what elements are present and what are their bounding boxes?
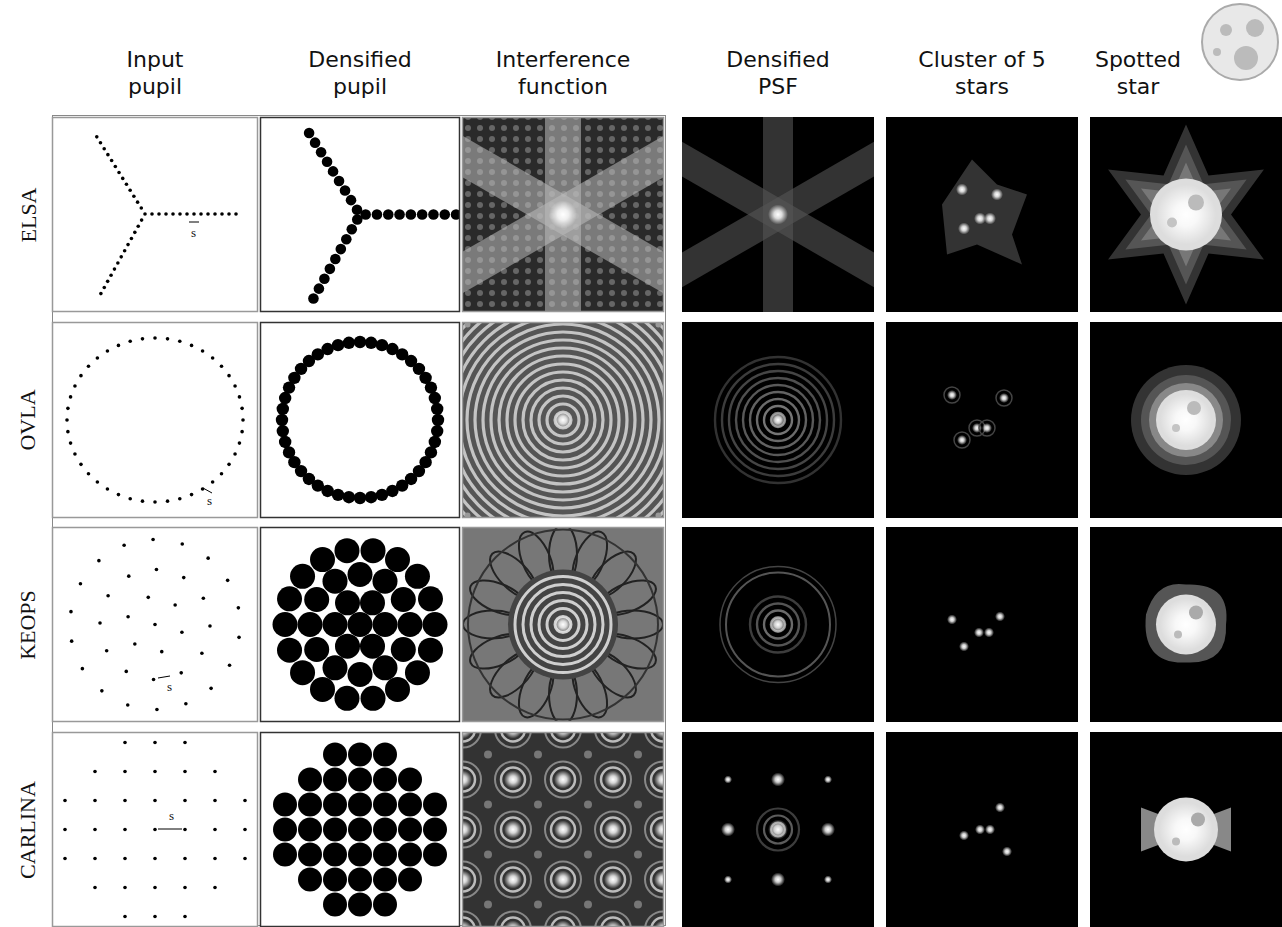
spotted-star [1090,732,1282,927]
densified-pupil [260,117,460,312]
dimension-label: s [190,226,197,239]
input-pupil [52,117,258,312]
column-header: Spotted star [1083,46,1193,100]
densified-pupil [260,527,460,722]
dimension-label: s [166,680,173,693]
spotted-star [1090,117,1282,312]
densified-psf [682,527,874,722]
dimension-label: s [168,809,175,822]
star-cluster [886,117,1078,312]
column-header: Densified PSF [712,46,844,100]
column-header: Input pupil [100,46,210,100]
spotted-star [1090,322,1282,518]
spotted-star-inset [1200,2,1280,82]
input-pupil [52,322,258,518]
densified-psf [682,322,874,518]
star-cluster [886,322,1078,518]
row-label: ELSA [15,187,41,242]
row-label: KEOPS [15,590,41,660]
column-header: Densified pupil [294,46,426,100]
column-header: Interference function [481,46,646,100]
input-pupil [52,527,258,722]
spotted-star [1090,527,1282,722]
interference-function [462,527,664,722]
dimension-label: s [206,494,213,507]
interference-function [462,732,664,927]
row-label: OVLA [15,389,41,450]
row-label: CARLINA [15,781,41,879]
input-pupil [52,732,258,927]
star-cluster [886,527,1078,722]
star-cluster [886,732,1078,927]
densified-pupil [260,732,460,927]
column-header: Cluster of 5 stars [912,46,1052,100]
interference-function [462,117,664,312]
densified-psf [682,732,874,927]
densified-psf [682,117,874,312]
densified-pupil [260,322,460,518]
interference-function [462,322,664,518]
